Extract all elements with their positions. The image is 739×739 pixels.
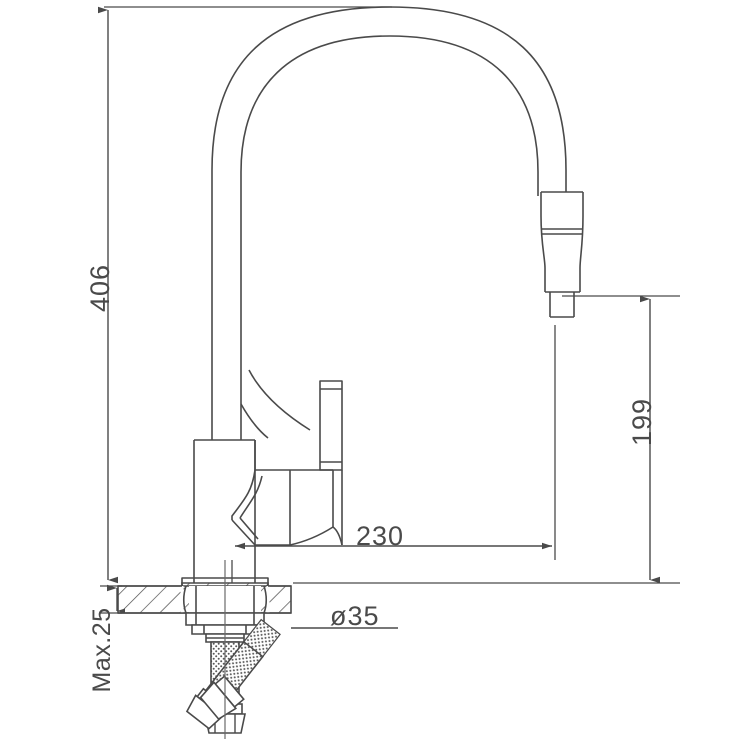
dimension-label-max25: Max.25 [88,608,116,693]
callout-mounting-hole: ø35 [291,601,398,631]
faucet-body [193,439,256,583]
dimension-overall-height: 406 [85,6,392,584]
dimension-label-230: 230 [356,521,404,551]
countertop-section [117,582,292,614]
dimension-label-199: 199 [627,398,657,446]
spout-outlet [540,191,584,318]
faucet-geometry [181,6,584,587]
dimension-spout-height: 199 [293,295,680,584]
dimension-spout-reach: 230 [231,325,556,583]
spout-collar [240,369,311,439]
lever-handle [319,380,343,546]
spout-riser [211,402,242,440]
dimension-label-406: 406 [85,264,115,312]
handle-base [231,469,334,546]
dimension-label-diameter-35: ø35 [330,601,380,631]
spout-arc [211,6,567,404]
dimension-counter-thickness: Max.25 [88,584,125,693]
